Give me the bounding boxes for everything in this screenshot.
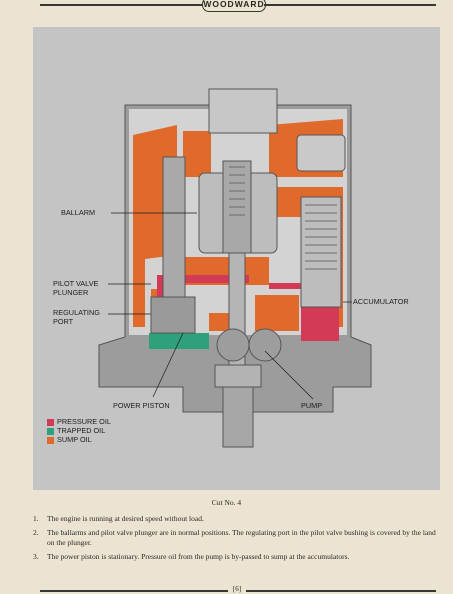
sump-oil-swatch (47, 436, 54, 444)
label-ballarm: BALLARM (61, 208, 96, 217)
header-rule-left (40, 4, 202, 6)
note-item: 2. The ballarms and pilot valve plunger … (33, 528, 437, 548)
note-number: 3. (33, 552, 39, 561)
note-text: The power piston is stationary. Pressure… (47, 552, 350, 561)
legend-trapped-oil: TRAPPED OIL (47, 426, 106, 436)
page-number: [6] (232, 585, 242, 593)
note-number: 2. (33, 528, 39, 537)
footer-rule-right (246, 590, 436, 592)
footer-rule-left (40, 590, 228, 592)
legend-label: TRAPPED OIL (57, 426, 106, 435)
figure-caption: Cut No. 4 (211, 498, 242, 507)
label-accumulator: ACCUMULATOR (353, 297, 409, 306)
label-power-piston: POWER PISTON (113, 401, 170, 410)
legend-pressure-oil: PRESSURE OIL (47, 417, 111, 427)
note-item: 3. The power piston is stationary. Press… (33, 552, 437, 562)
label-pump: PUMP (301, 401, 323, 410)
notes-list: 1. The engine is running at desired spee… (33, 514, 437, 566)
note-item: 1. The engine is running at desired spee… (33, 514, 437, 524)
label-pilot-valve-plunger: PILOT VALVE PLUNGER (53, 279, 99, 297)
figure-plate: BALLARM PILOT VALVE PLUNGER REGULATING P… (33, 27, 440, 490)
note-number: 1. (33, 514, 39, 523)
legend-label: SUMP OIL (57, 435, 92, 444)
legend-sump-oil: SUMP OIL (47, 435, 92, 445)
brand-logo: WOODWARD (202, 0, 266, 12)
legend-label: PRESSURE OIL (57, 417, 111, 426)
note-text: The engine is running at desired speed w… (47, 514, 204, 523)
label-regulating-port: REGULATING PORT (53, 308, 100, 326)
trapped-oil-swatch (47, 427, 54, 435)
note-text: The ballarms and pilot valve plunger are… (47, 528, 436, 547)
governor-cutaway-illustration (98, 88, 372, 448)
pressure-oil-swatch (47, 418, 54, 426)
header-rule-right (264, 4, 436, 6)
